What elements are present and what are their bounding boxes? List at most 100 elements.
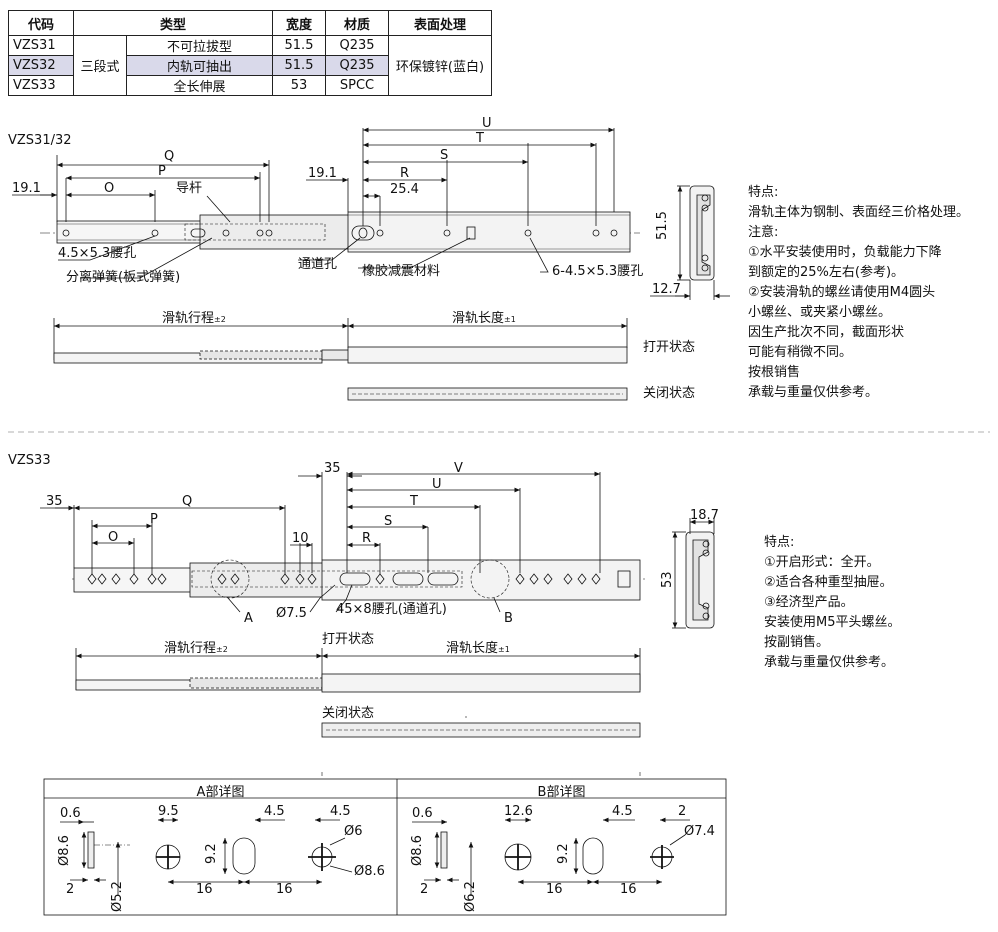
label-slot: 4.5×5.3腰孔	[58, 246, 137, 261]
travel-text: 滑轨行程	[164, 641, 217, 656]
dim-label: 12.7	[652, 282, 681, 297]
note-line: 小螺丝、或夹紧小螺丝。	[748, 305, 892, 320]
dim-label: O	[108, 530, 119, 545]
cell-width: 53	[272, 75, 326, 96]
dim-label: 35	[324, 461, 341, 476]
note-line: 特点:	[764, 535, 795, 550]
dim-label: O	[104, 181, 115, 196]
note-line: 滑轨主体为钢制、表面经三价格处理。	[748, 205, 970, 220]
dim-label: Ø8.6	[410, 835, 425, 866]
label-rubber: 橡胶减震材料	[362, 264, 441, 279]
col-material: 材质	[325, 10, 389, 36]
dim-label: U	[482, 116, 492, 131]
notes-section2: 特点: ①开启形式：全开。 ②适合各种重型抽屉。 ③经济型产品。 安装使用M5平…	[764, 533, 901, 673]
dim-label: S	[384, 514, 393, 529]
dim-label: 16	[620, 882, 637, 897]
note-line: ①水平安装使用时，负载能力下降	[748, 245, 942, 260]
dim-label: T	[476, 131, 484, 146]
cell-code: VZS33	[8, 75, 74, 96]
dim-label: Ø7.4	[684, 824, 715, 839]
note-line: 按副销售。	[764, 635, 830, 650]
note-line: 注意:	[748, 225, 779, 240]
outer-rail	[347, 211, 631, 253]
dim-label: S	[440, 148, 449, 163]
dim-label: 19.1	[308, 166, 337, 181]
label-closed-state: 关闭状态	[322, 706, 375, 721]
note-line: ③经济型产品。	[764, 595, 854, 610]
label-open-state: 打开状态	[322, 632, 375, 647]
label-spring: 分离弹簧(板式弹簧)	[66, 270, 181, 285]
dim-label: Ø7.5	[276, 606, 307, 621]
note-line: 按根销售	[748, 365, 801, 380]
col-type: 类型	[73, 10, 273, 36]
label-closed-state: 关闭状态	[643, 386, 696, 401]
dim-label: 2	[66, 882, 75, 897]
dim-label: 16	[196, 882, 213, 897]
dim-label: 4.5	[264, 804, 285, 819]
travel-tol: ±2	[216, 645, 228, 654]
cell-width: 51.5	[272, 55, 326, 76]
detail-b-title: B部详图	[537, 785, 586, 800]
note-line: 安装使用M5平头螺丝。	[764, 615, 901, 630]
note-line: ①开启形式：全开。	[764, 555, 880, 570]
dim-label: 0.6	[412, 806, 433, 821]
cell-subtype: 全长伸展	[126, 75, 273, 96]
detail-marker-b: B	[504, 611, 513, 626]
dim-label: 25.4	[390, 182, 419, 197]
dim-label: Ø8.6	[354, 864, 385, 879]
dim-label: 2	[678, 804, 687, 819]
dim-label: Ø6.2	[463, 881, 478, 912]
length-tol: ±1	[498, 645, 510, 654]
col-surface: 表面处理	[388, 10, 492, 36]
detail-a-title: A部详图	[196, 785, 245, 800]
dim-label: R	[362, 531, 372, 546]
notes-section1: 特点: 滑轨主体为钢制、表面经三价格处理。 注意: ①水平安装使用时，负载能力下…	[748, 183, 969, 403]
travel-text: 滑轨行程	[162, 311, 215, 326]
dim-label: 4.5	[330, 804, 351, 819]
table-row: VZS32 内轨可抽出 51.5 Q235	[8, 55, 492, 76]
dim-label: U	[432, 477, 442, 492]
label-travel: 滑轨行程±2	[162, 311, 226, 327]
dim-label: 19.1	[12, 181, 41, 196]
spec-header-row: 代码 类型 宽度 材质 表面处理	[8, 10, 492, 36]
label-slot45: 45×8腰孔(通道孔)	[336, 602, 447, 617]
label-length: 滑轨长度±1	[446, 641, 510, 657]
section-title: VZS33	[8, 453, 51, 468]
dim-label: P	[150, 512, 158, 527]
dim-label: Ø6	[344, 824, 363, 839]
dim-label: 9.2	[204, 843, 219, 864]
label-guide-rod: 导杆	[176, 181, 203, 196]
section-title: VZS31/32	[8, 133, 72, 148]
dim-label: 4.5	[612, 804, 633, 819]
cell-material: Q235	[325, 55, 389, 76]
dim-label: R	[400, 166, 410, 181]
cell-code: VZS32	[8, 55, 74, 76]
dim-label: Q	[164, 149, 175, 164]
length-text: 滑轨长度	[452, 311, 505, 326]
dim-label: 0.6	[60, 806, 81, 821]
note-line: ②适合各种重型抽屉。	[764, 575, 893, 590]
detail-marker-a: A	[244, 611, 253, 626]
note-line: 因生产批次不同，截面形状	[748, 325, 905, 340]
dim-label: 53	[660, 571, 675, 588]
dim-label: Ø8.6	[57, 835, 72, 866]
length-tol: ±1	[504, 315, 516, 324]
dim-label: 35	[46, 494, 63, 509]
dim-label: 9.5	[158, 804, 179, 819]
note-line: 可能有稍微不同。	[748, 345, 853, 360]
dim-label: 12.6	[504, 804, 533, 819]
note-line: 承载与重量仅供参考。	[748, 385, 879, 400]
dim-label: 16	[546, 882, 563, 897]
label-travel: 滑轨行程±2	[164, 641, 228, 657]
travel-tol: ±2	[214, 315, 226, 324]
table-row: VZS31 三段式 不可拉拔型 51.5 Q235 环保镀锌(蓝白)	[8, 35, 492, 96]
dim-label: Ø5.2	[110, 881, 125, 912]
dim-label: 18.7	[690, 508, 719, 523]
spec-table: 代码 类型 宽度 材质 表面处理 VZS31 三段式 不可拉拔型 51.5 Q2…	[8, 10, 492, 96]
length-text: 滑轨长度	[446, 641, 499, 656]
label-pass-hole: 通道孔	[298, 257, 338, 272]
note-line: 特点:	[748, 185, 779, 200]
dim-label: 51.5	[655, 211, 670, 240]
cell-type-group: 三段式	[73, 35, 127, 96]
